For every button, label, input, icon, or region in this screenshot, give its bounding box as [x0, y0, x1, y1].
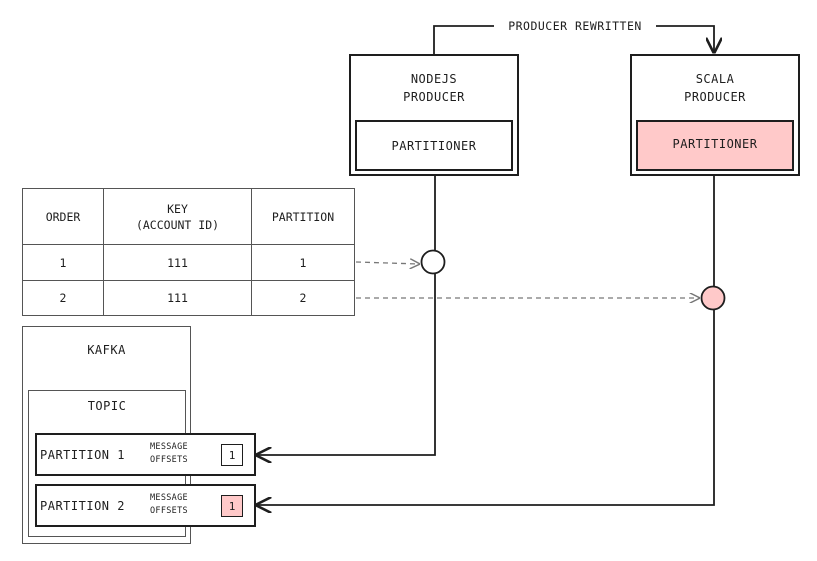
- table-row-1-partition: 1: [251, 244, 354, 280]
- row-1-routing-arrow: [355, 262, 419, 264]
- nodejs-partitioner-box: [355, 120, 513, 171]
- nodejs-routing-node: [420, 249, 446, 275]
- table-header-order: ORDER: [45, 209, 81, 224]
- partition-2-offsets-label: MESSAGE OFFSETS: [150, 493, 188, 516]
- scala-partitioner-label: PARTITIONER: [672, 137, 758, 151]
- routing-table: ORDER KEY (ACCOUNT ID) PARTITION 1 111 1…: [22, 188, 355, 316]
- table-row-1-key: 111: [103, 244, 251, 280]
- scala-routing-node: [700, 285, 726, 311]
- table-row-1-order: 1: [23, 244, 103, 280]
- producer-rewritten-label: PRODUCER REWRITTEN: [494, 17, 656, 35]
- partition-1-name: PARTITION 1: [40, 448, 125, 462]
- partition-1-offsets-label: MESSAGE OFFSETS: [150, 442, 188, 465]
- partition-2-box: [35, 484, 256, 527]
- nodejs-producer-title: NODEJS PRODUCER: [403, 72, 465, 104]
- table-header-partition: PARTITION: [251, 189, 354, 244]
- partition-2-offset: 1: [221, 495, 243, 517]
- table-row-2-partition: 2: [251, 280, 354, 315]
- table-row-2-key: 111: [103, 280, 251, 315]
- partition-1-box: [35, 433, 256, 476]
- nodejs-producer-box: [349, 54, 519, 176]
- scala-producer-box: [630, 54, 800, 176]
- partition-1-offset: 1: [221, 444, 243, 466]
- scala-partitioner-box: [636, 120, 794, 171]
- topic-title: TOPIC: [87, 399, 127, 413]
- kafka-title: KAFKA: [87, 343, 126, 357]
- producer-rewritten-arrow: [433, 25, 714, 55]
- nodejs-to-partition-1-arrow: [257, 176, 436, 455]
- nodejs-partitioner-label: PARTITIONER: [391, 139, 477, 153]
- scala-to-partition-2-arrow: [257, 176, 715, 505]
- partition-2-name: PARTITION 2: [40, 499, 125, 513]
- table-row-2-order: 2: [23, 280, 103, 315]
- table-header-key: KEY (ACCOUNT ID): [103, 189, 251, 244]
- scala-producer-title: SCALA PRODUCER: [684, 72, 746, 104]
